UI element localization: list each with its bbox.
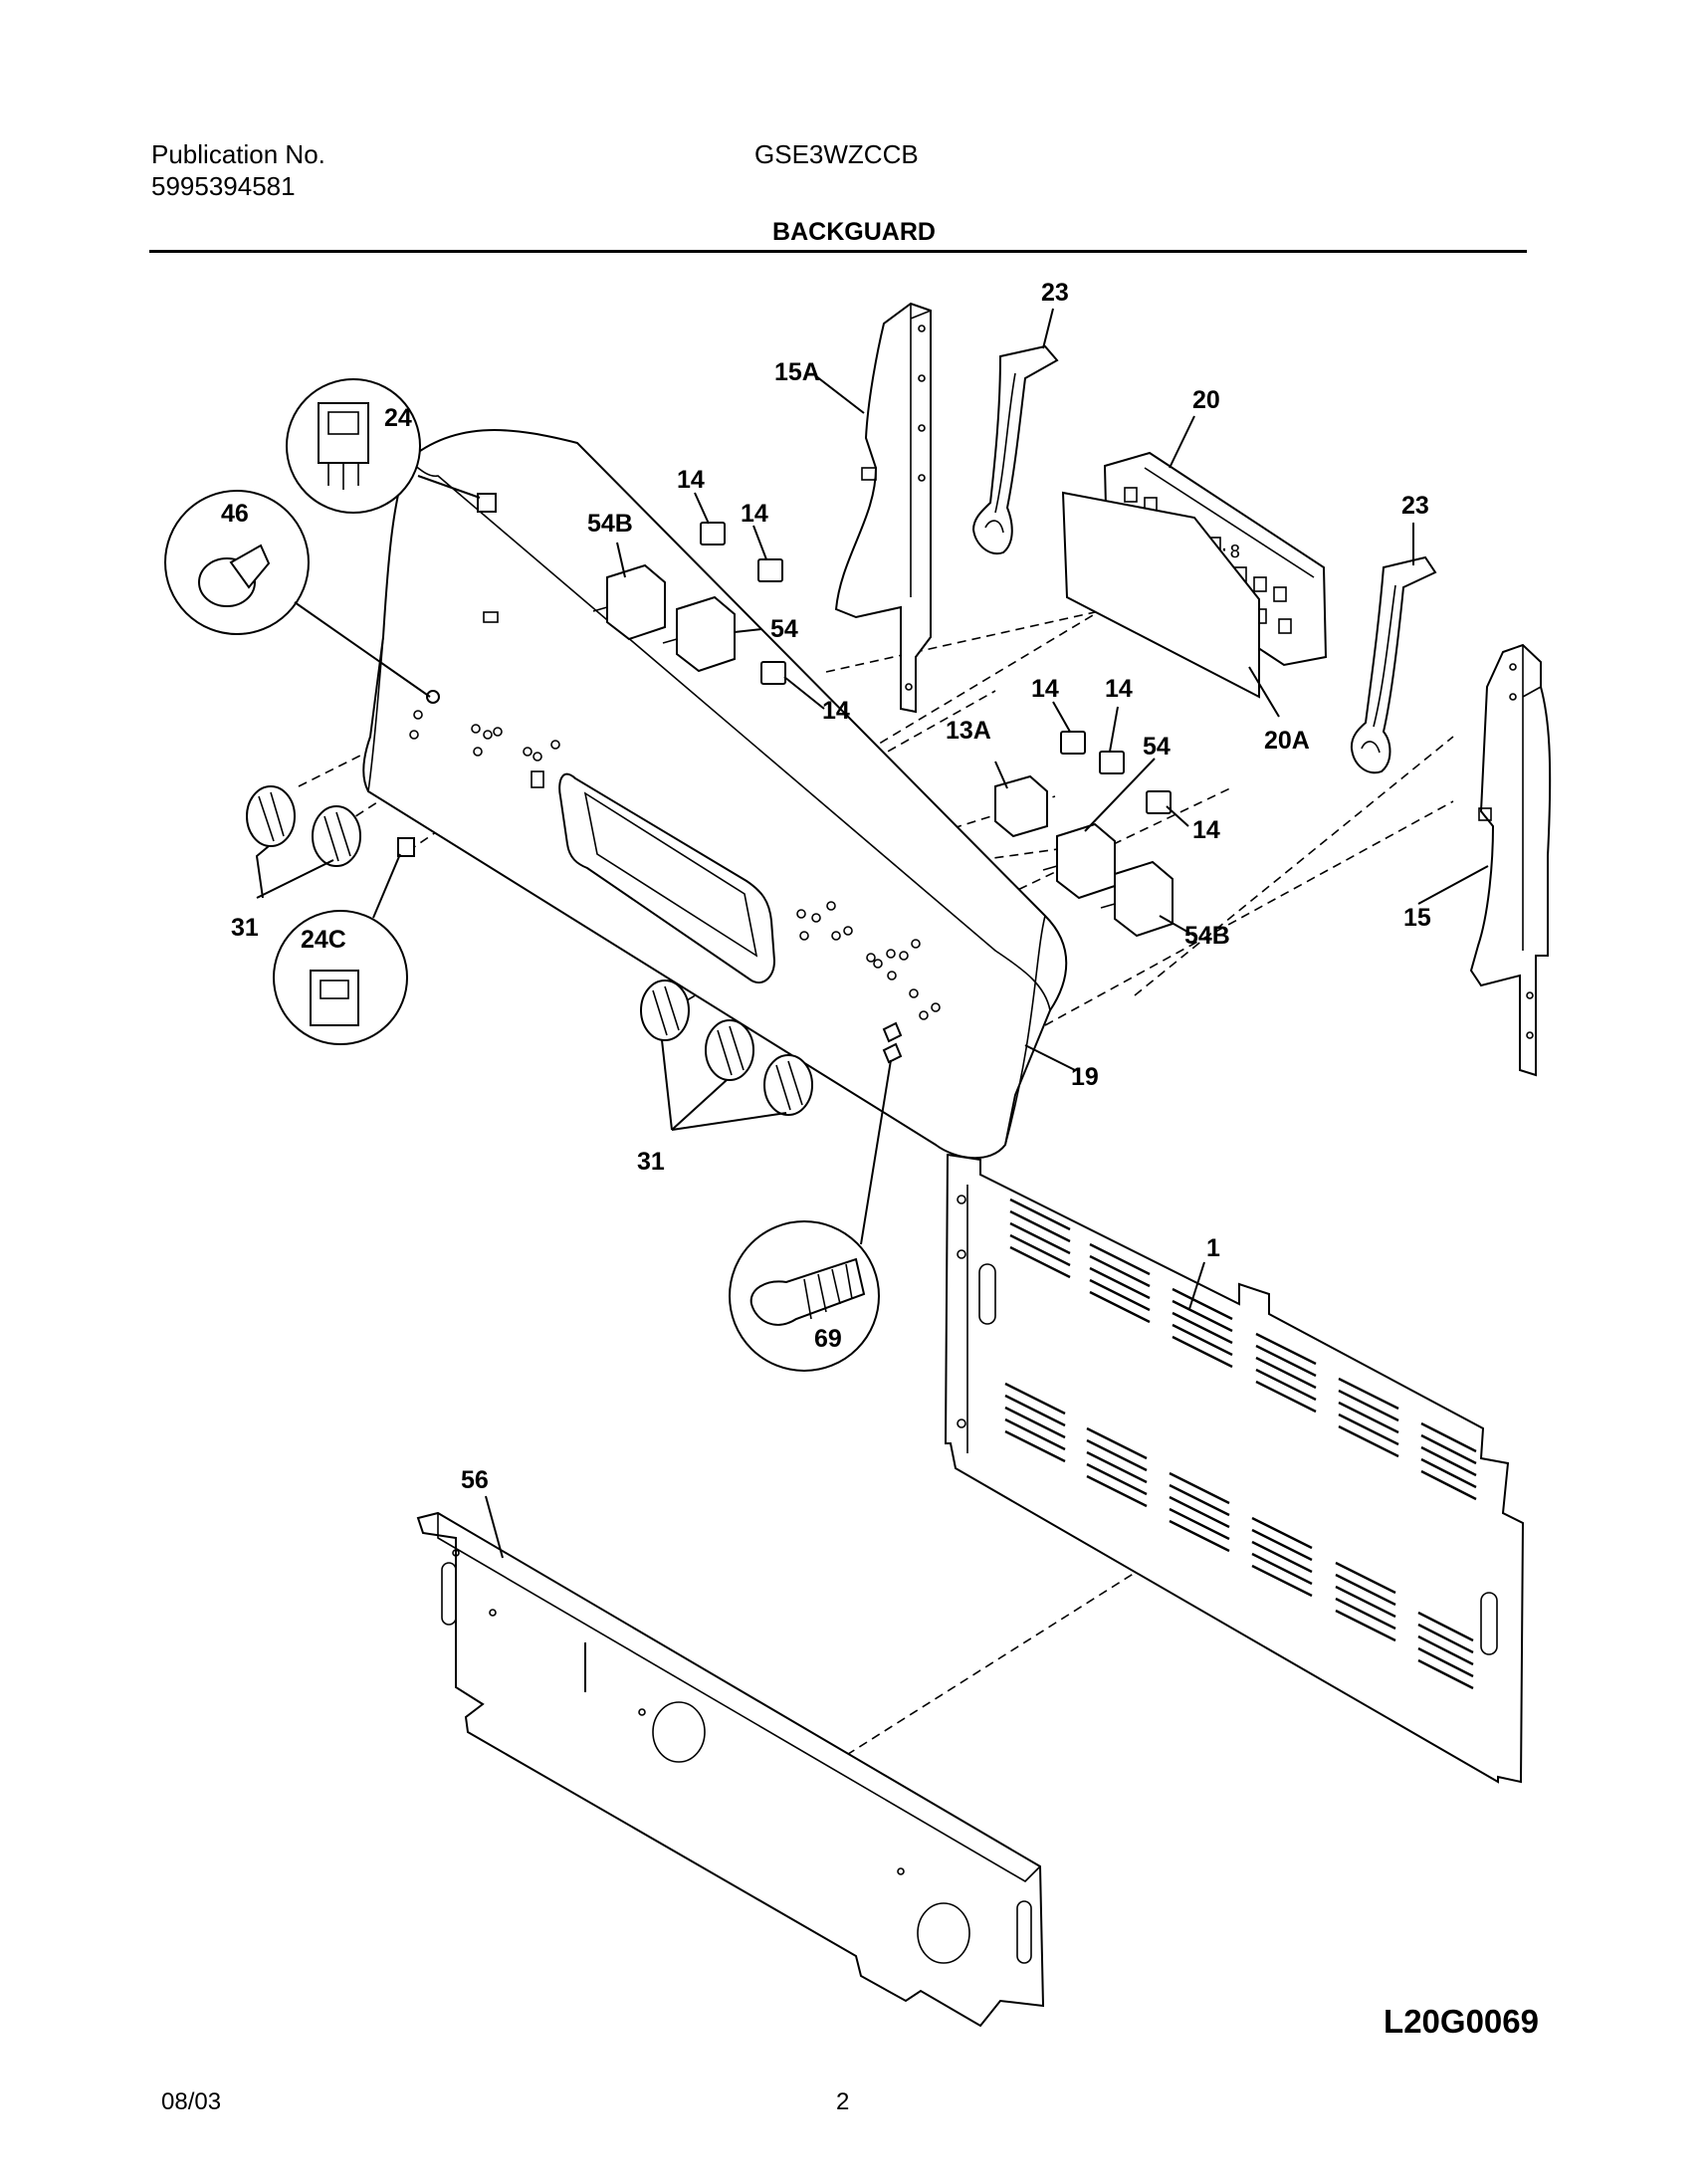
callout-15a: 15A (774, 358, 820, 386)
page-number: 2 (836, 2088, 850, 2115)
callout-69: 69 (814, 1325, 842, 1353)
rear-panel-1 (944, 1153, 1525, 1784)
callout-54b-right: 54B (1184, 922, 1230, 950)
callout-14-d: 14 (1031, 675, 1059, 703)
side-bracket-15 (1469, 643, 1552, 1077)
rocker-switch-24c-part (397, 837, 415, 857)
drawing-id: L20G0069 (1384, 2003, 1539, 2040)
publication-label: Publication No. (151, 139, 325, 169)
callout-14-f: 14 (1192, 816, 1220, 844)
end-cap-23-bottom (1350, 555, 1437, 774)
callout-15: 15 (1403, 904, 1431, 932)
lower-panel-56 (416, 1511, 1045, 2028)
screw-69-part-2 (882, 1042, 903, 1064)
callout-13a: 13A (946, 717, 991, 745)
rocker-switch-24-part (477, 493, 497, 513)
end-cap-23-top (971, 344, 1059, 555)
publication-date: 08/03 (161, 2088, 222, 2115)
callout-31-left: 31 (231, 914, 259, 942)
callout-1: 1 (1206, 1234, 1220, 1262)
callout-14-b: 14 (741, 500, 768, 528)
callout-23-bottom: 23 (1401, 492, 1429, 520)
callout-31-bottom: 31 (637, 1148, 665, 1176)
callout-46: 46 (221, 500, 249, 528)
callout-24: 24 (384, 404, 412, 432)
callout-14-e: 14 (1105, 675, 1133, 703)
infinite-switches (592, 563, 1174, 938)
callout-54-top: 54 (770, 615, 798, 643)
publication-number: 5995394581 (151, 171, 296, 201)
callout-23-top: 23 (1041, 279, 1069, 307)
detail-circle-24 (286, 378, 481, 514)
callout-24c: 24C (301, 926, 346, 954)
callout-20: 20 (1192, 386, 1220, 414)
light-push-button-46-part (426, 690, 440, 704)
overlay-20a (1061, 491, 1260, 699)
callout-56: 56 (461, 1466, 489, 1494)
switches-14 (700, 522, 1172, 814)
model-number: GSE3WZCCB (754, 139, 919, 169)
backguard-panel (362, 429, 1068, 1160)
callout-14-c: 14 (822, 697, 850, 725)
rear-panel-vents (1004, 1198, 1477, 1690)
callout-54-right: 54 (1143, 733, 1171, 761)
callout-54b-top: 54B (587, 510, 633, 538)
control-knobs (246, 785, 813, 1116)
detail-circle-24c (273, 853, 408, 1045)
detail-circle-69 (729, 1059, 892, 1372)
callout-14-a: 14 (677, 466, 705, 494)
screw-69-part (882, 1021, 903, 1043)
callout-19: 19 (1071, 1063, 1099, 1091)
side-bracket-15a (834, 302, 932, 714)
callout-20a: 20A (1264, 727, 1310, 755)
section-title: BACKGUARD (772, 218, 936, 246)
header-rule (149, 250, 1527, 253)
leader-lines (255, 308, 1489, 1559)
callout-labels: 23 15A 20 24 46 14 14 54B 54 14 23 20A 1… (221, 279, 1431, 1494)
detail-circle-46 (164, 490, 431, 698)
